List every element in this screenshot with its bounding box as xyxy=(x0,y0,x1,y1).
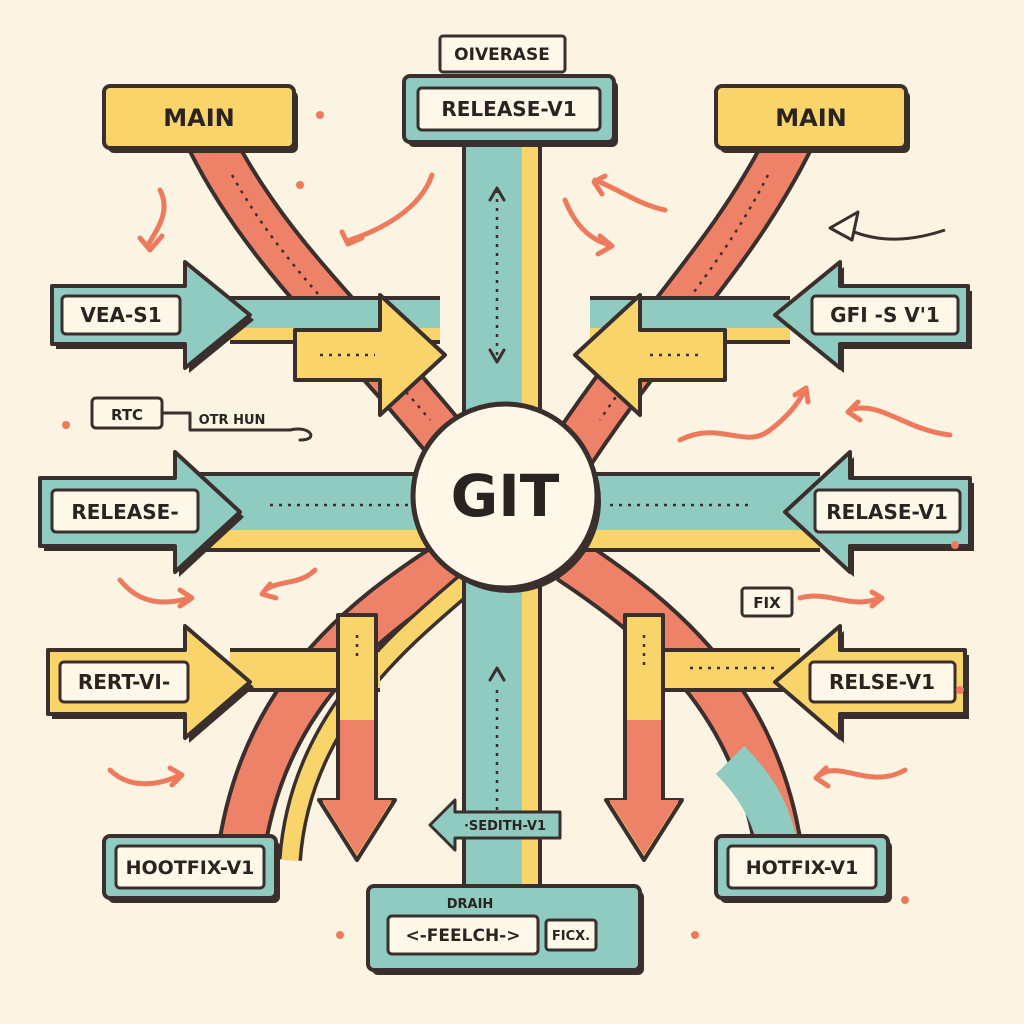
vea-s1-label: VEA-S1 xyxy=(80,303,161,327)
otr-hun-label: OTR HUN xyxy=(199,413,266,428)
hootfix-left-box[interactable] xyxy=(102,834,280,903)
sedith-v1-label: ·SEDITH-V1 xyxy=(464,819,546,834)
fetch-bottom-box[interactable] xyxy=(366,884,644,975)
gfi-s-v1-arrow[interactable] xyxy=(773,260,972,373)
feelch-label: <-FEELCH-> xyxy=(406,926,521,946)
hootfix-left-label: HOOTFIX-V1 xyxy=(126,857,255,879)
relse-v1-label: RELSE-V1 xyxy=(829,670,935,694)
sedith-v1-tag xyxy=(428,798,562,852)
release-v1-top-label: RELEASE-V1 xyxy=(441,97,576,121)
git-center-label: GIT xyxy=(451,462,560,530)
rtc-callout xyxy=(90,396,313,442)
fix-callout xyxy=(740,586,794,618)
relase-v1-label: RELASE-V1 xyxy=(826,500,948,524)
relse-v1-arrow[interactable] xyxy=(773,624,969,743)
relase-v1-arrow[interactable] xyxy=(783,450,974,577)
oiverase-tag xyxy=(438,34,567,74)
main-left-label: MAIN xyxy=(163,104,234,132)
rert-vi-label: RERT-VI- xyxy=(78,670,170,694)
main-left-box[interactable] xyxy=(102,84,298,153)
release-left-label: RELEASE- xyxy=(71,500,178,524)
merge-arrow-left xyxy=(293,293,447,417)
main-right-label: MAIN xyxy=(775,104,846,132)
gfi-s-v1-label: GFI -S V'1 xyxy=(830,303,940,327)
release-v1-top-box[interactable] xyxy=(402,74,618,147)
rtc-label: RTC xyxy=(111,406,143,424)
git-center-circle[interactable] xyxy=(410,401,601,593)
hotfix-right-label: HOTFIX-V1 xyxy=(746,857,859,879)
decorative-arrows xyxy=(62,111,964,939)
rert-vi-arrow[interactable] xyxy=(46,624,254,743)
hotfix-right-box[interactable] xyxy=(714,834,892,903)
vea-s1-arrow[interactable] xyxy=(50,260,254,373)
ficx-label: FICX. xyxy=(552,929,590,944)
oiverase-label: OIVERASE xyxy=(454,45,550,65)
draih-label: DRAIH xyxy=(447,897,494,912)
main-right-box[interactable] xyxy=(714,84,910,153)
release-left-arrow[interactable] xyxy=(38,450,244,577)
fix-label: FIX xyxy=(753,594,781,612)
